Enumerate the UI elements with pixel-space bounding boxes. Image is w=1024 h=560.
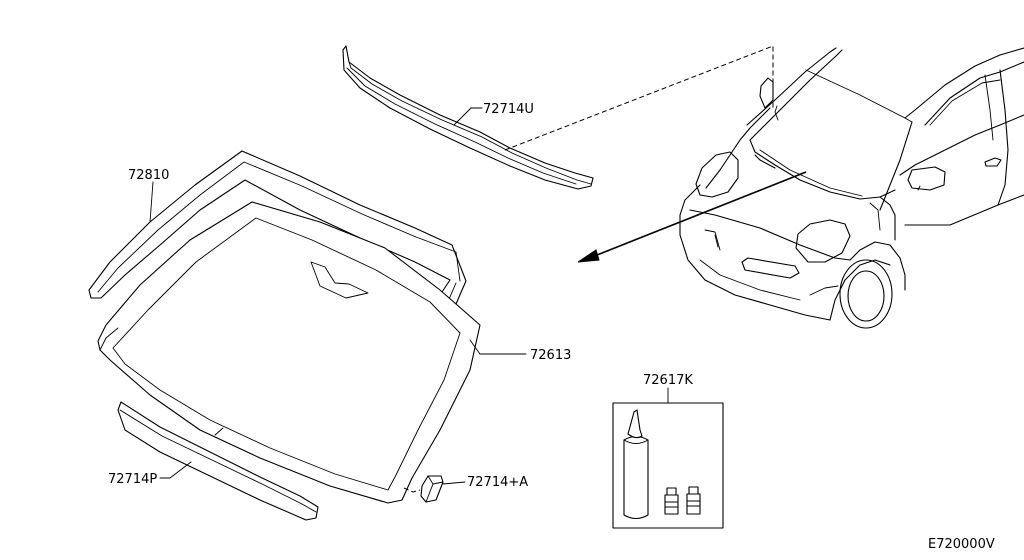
direction-arrow: [577, 171, 807, 263]
part-label-lower-molding[interactable]: 72714P: [108, 472, 157, 487]
part-label-glass[interactable]: 72613: [530, 348, 571, 363]
part-label-side-molding[interactable]: 72810: [128, 168, 169, 183]
leader-lower-molding: [169, 461, 192, 479]
leader-upper-molding: [453, 107, 472, 126]
lower-molding-part[interactable]: [117, 401, 319, 521]
clip-part[interactable]: [420, 475, 444, 503]
diagram-code: E720000V: [928, 537, 995, 552]
guide-line-clip: [403, 487, 421, 493]
leader-glass: [469, 339, 481, 355]
leader-clip: [442, 481, 466, 485]
car-front-illustration: [679, 47, 1024, 329]
part-label-upper-molding[interactable]: 72714U: [483, 102, 534, 117]
leader-side-molding: [149, 181, 154, 223]
windshield-glass-part[interactable]: [97, 201, 481, 504]
part-label-clip[interactable]: 72714+A: [467, 475, 528, 490]
part-label-adhesive-kit[interactable]: 72617K: [643, 373, 693, 388]
adhesive-kit-part[interactable]: [612, 402, 724, 529]
upper-molding-part[interactable]: [342, 45, 594, 190]
guide-line-upper: [504, 45, 774, 151]
